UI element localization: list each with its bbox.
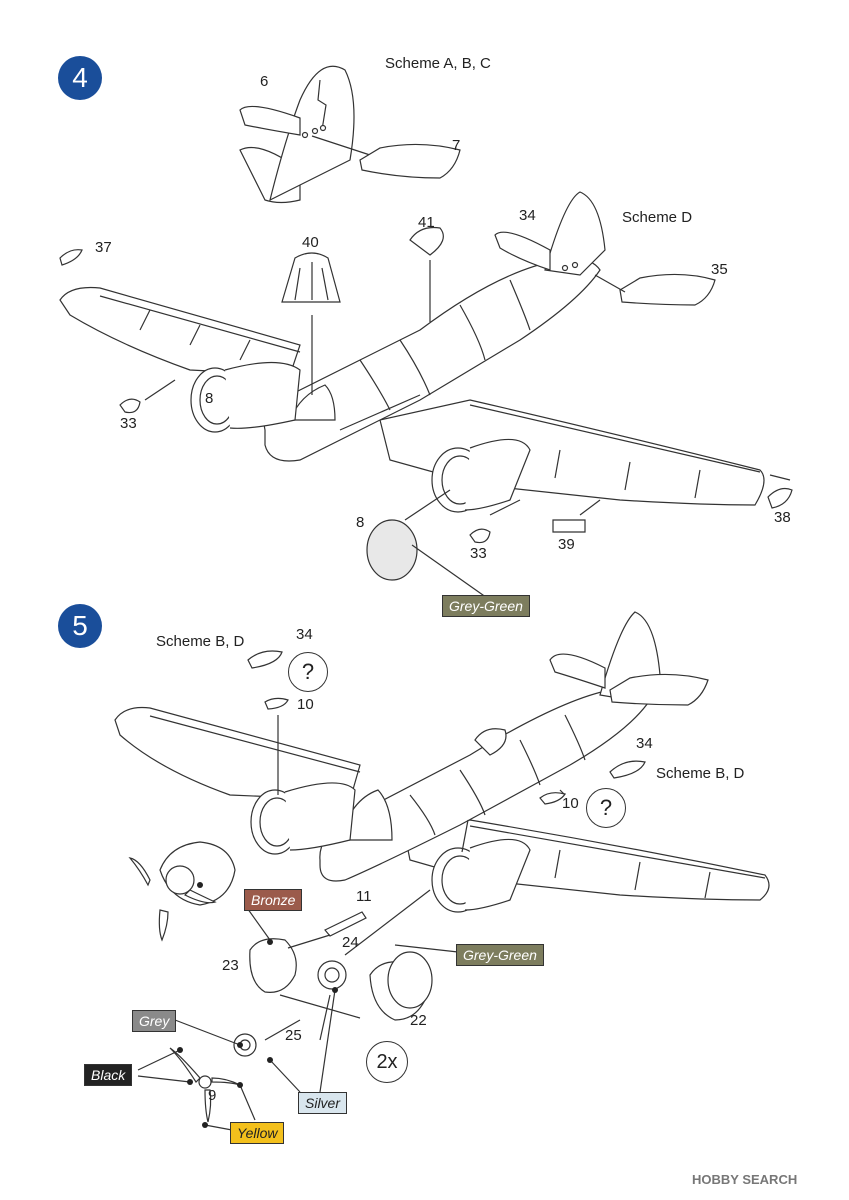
part-label-24: 24 — [342, 934, 359, 951]
scheme-d-label: Scheme D — [622, 209, 693, 226]
part-label-33-left: 33 — [120, 415, 137, 432]
color-tag-black: Black — [84, 1064, 133, 1086]
color-tag-yellow: Yellow — [230, 1122, 285, 1144]
watermark: HOBBY SEARCH — [692, 1172, 798, 1187]
part-label-34-step5-right: 34 — [636, 735, 653, 752]
part-label-34-step5-left: 34 — [296, 626, 313, 643]
part-34-right — [609, 760, 646, 779]
question-mark-right: ? — [586, 788, 626, 828]
part-8-cowl — [366, 519, 418, 581]
part-label-11: 11 — [356, 888, 372, 905]
part-label-33-right: 33 — [470, 545, 487, 562]
part-label-39: 39 — [558, 536, 575, 553]
part-label-10-step5-right: 10 — [562, 795, 579, 812]
question-mark-left: ? — [288, 652, 328, 692]
step-4-badge: 4 — [58, 56, 102, 100]
scheme-abc-label: Scheme A, B, C — [385, 55, 491, 72]
part-10-right — [539, 792, 566, 805]
part-33-left — [119, 398, 141, 414]
part-40-canopy — [281, 252, 341, 303]
part-label-7: 7 — [452, 137, 461, 154]
engine-assembly — [128, 841, 459, 1131]
part-38 — [767, 487, 793, 509]
part-label-34: 34 — [519, 207, 536, 224]
part-label-10-step5-left: 10 — [297, 696, 314, 713]
scheme-bd-left-label: Scheme B, D — [156, 633, 245, 650]
part-label-41: 41 — [418, 214, 435, 231]
part-label-8-right: 8 — [356, 514, 365, 531]
part-label-35: 35 — [711, 261, 728, 278]
part-label-9: 9 — [208, 1087, 217, 1104]
tail-assembly-abc — [239, 65, 461, 204]
part-label-22: 22 — [410, 1012, 427, 1029]
part-10-left — [264, 697, 289, 710]
part-label-25: 25 — [285, 1027, 302, 1044]
aircraft-step4 — [59, 191, 791, 521]
aircraft-step5 — [114, 611, 770, 913]
color-tag-grey-green-step4: Grey-Green — [442, 595, 530, 617]
step-5-badge: 5 — [58, 604, 102, 648]
part-34-left — [247, 650, 283, 669]
part-39 — [552, 519, 586, 533]
part-label-23: 23 — [222, 957, 239, 974]
color-tag-silver: Silver — [298, 1092, 348, 1114]
scheme-bd-right-label: Scheme B, D — [656, 765, 745, 782]
color-tag-grey: Grey — [132, 1010, 177, 1032]
color-tag-grey-green-step5: Grey-Green — [456, 944, 544, 966]
part-33-right — [469, 528, 491, 544]
part-label-40: 40 — [302, 234, 319, 251]
color-tag-bronze: Bronze — [244, 889, 303, 911]
part-label-37: 37 — [95, 239, 112, 256]
part-label-38: 38 — [774, 509, 791, 526]
part-37 — [59, 249, 83, 266]
part-41 — [409, 226, 444, 256]
part-label-6: 6 — [260, 73, 269, 90]
quantity-2x-badge: 2x — [366, 1041, 408, 1083]
part-label-8-left: 8 — [205, 390, 214, 407]
